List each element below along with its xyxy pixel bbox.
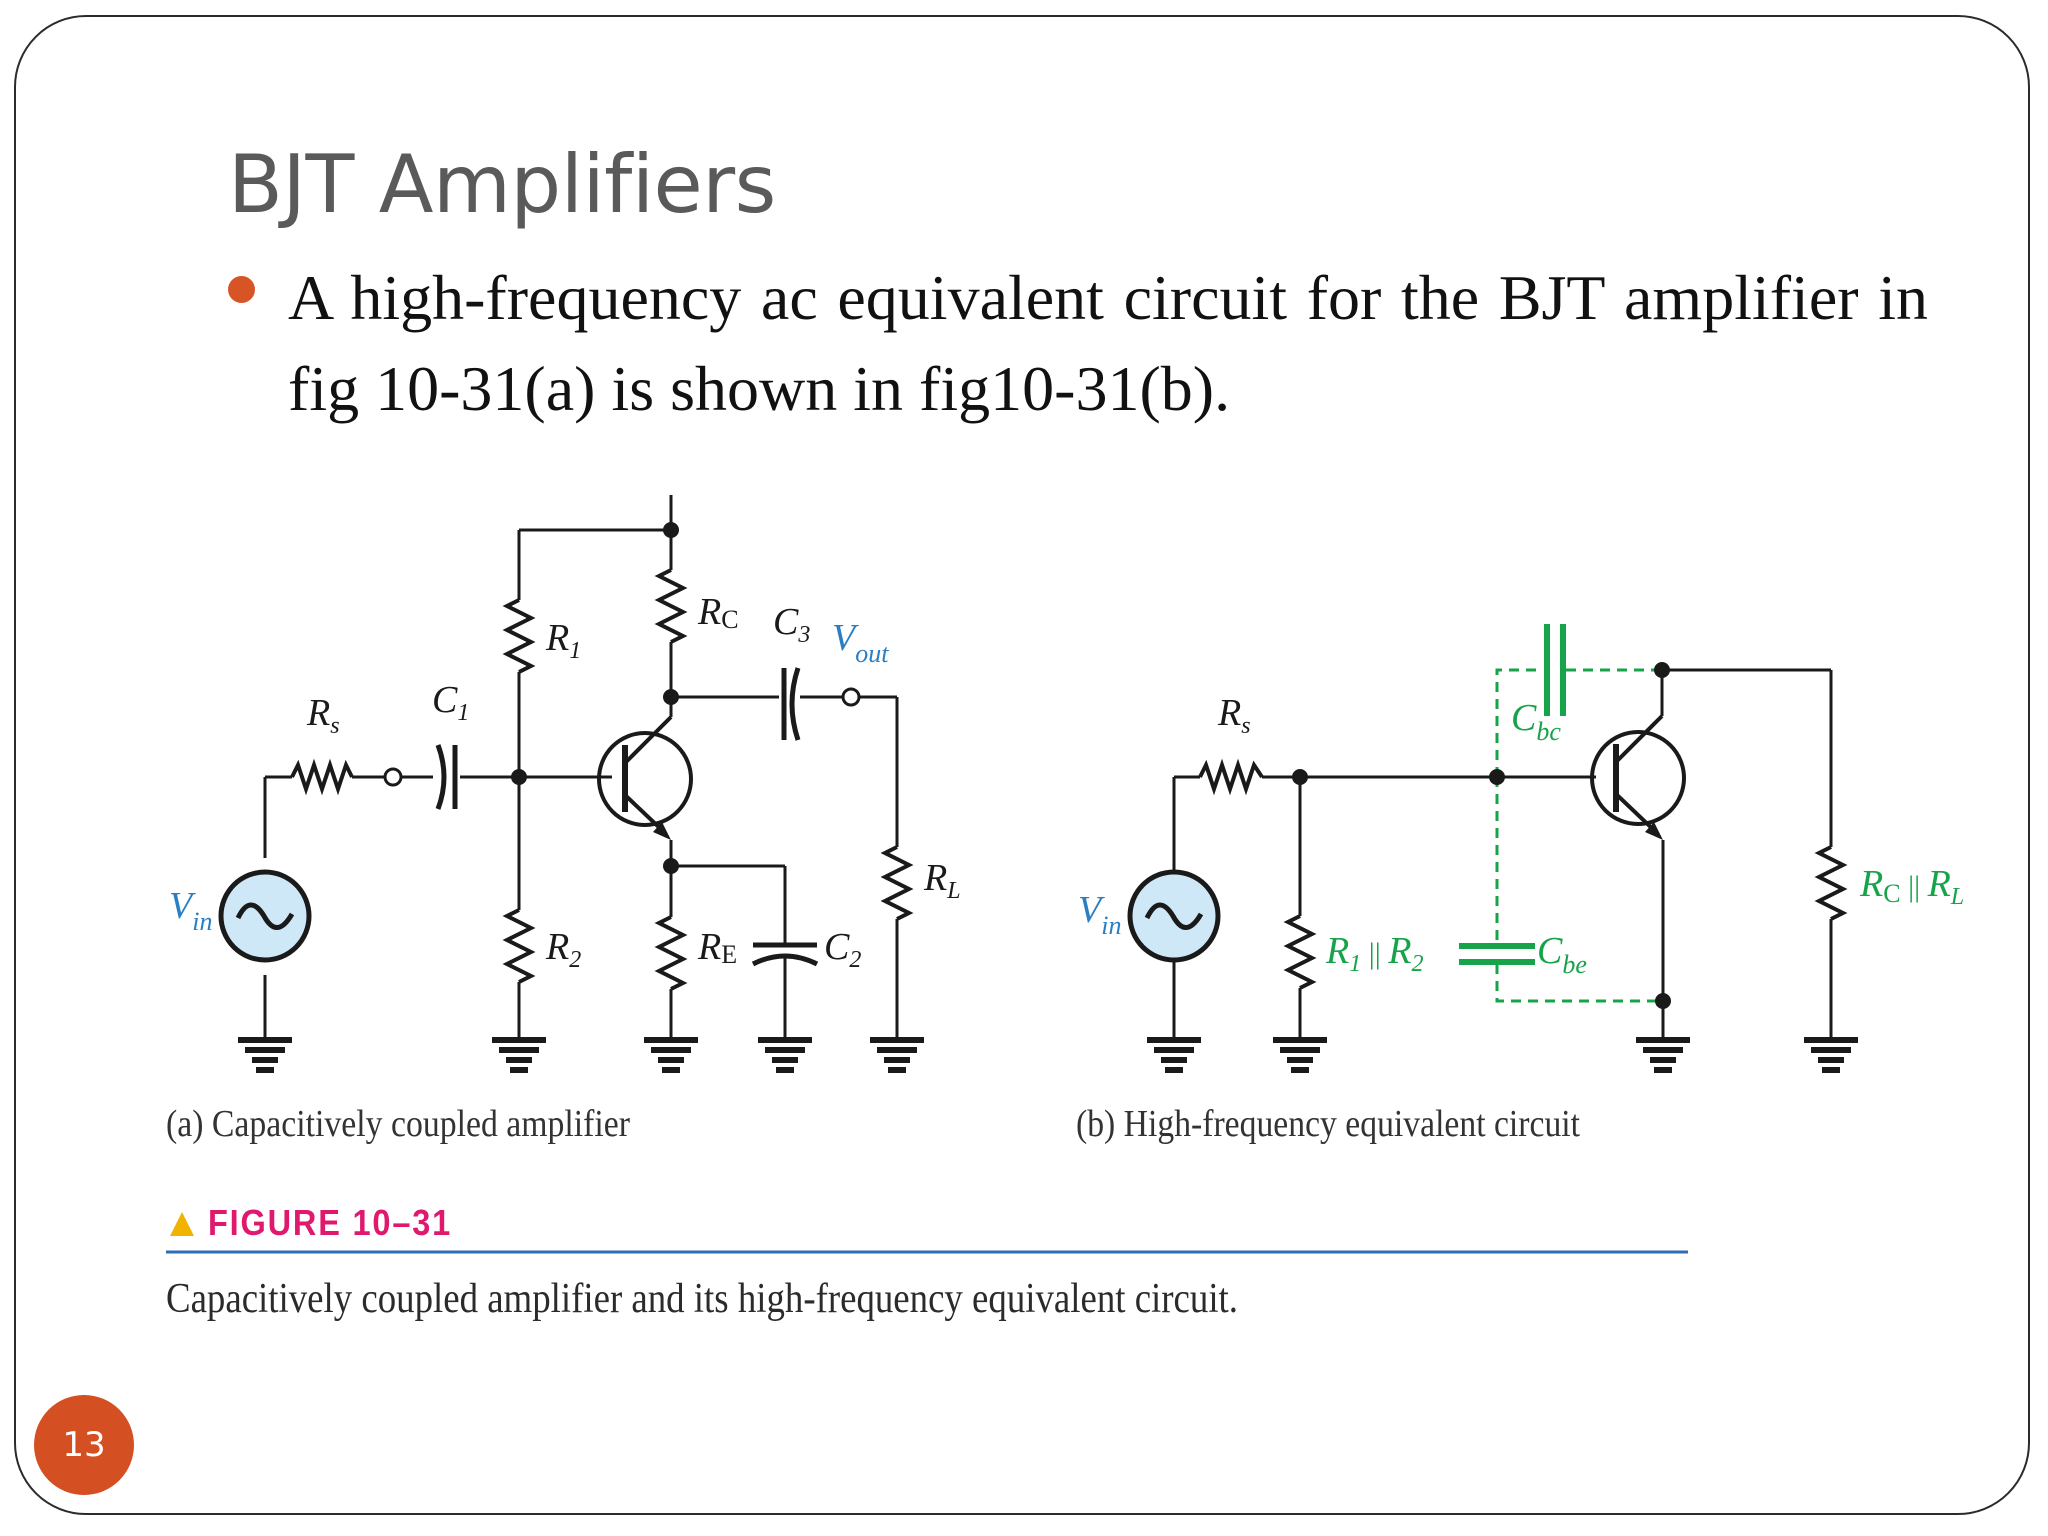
label-r1: R1 [545,617,581,664]
label-rs-b: Rs [1217,692,1251,739]
capacitor-c3-curve [789,667,801,741]
resistor-rcrl [1814,845,1848,921]
panel-a-circuit [263,495,914,1038]
label-rc: RC [697,591,739,634]
internal-capacitances [1459,624,1663,1003]
label-r1-r2: R1 || R2 [1325,930,1423,977]
label-vout: Vout [832,617,889,668]
resistor-rs [290,758,354,796]
page-number-badge: 13 [34,1395,134,1495]
label-r2: R2 [545,926,581,973]
resistor-rs-b [1198,758,1264,796]
resistor-r1r2 [1283,914,1317,990]
panel-b-circuit [1172,668,1848,1038]
panel-a-grounds [238,1040,924,1070]
figure-caption: Capacitively coupled amplifier and its h… [166,1276,1238,1322]
input-terminal [383,767,403,787]
resistor-rc [654,568,688,644]
label-c2: C2 [824,926,861,973]
resistor-r2 [502,908,536,984]
figure-label: FIGURE 10–31 [208,1202,452,1243]
resistor-re [654,915,688,991]
panel-b-caption: (b) High-frequency equivalent circuit [1076,1103,1580,1145]
panel-b-grounds [1147,1040,1858,1070]
label-re: RE [697,926,737,969]
label-c1: C1 [432,679,469,726]
transistor-q1 [597,731,693,827]
emitter-arrow-b [1645,822,1663,840]
vout-terminal [841,687,861,707]
source-vin-a [218,869,312,963]
slide-frame [14,15,2030,1515]
source-vin-b [1127,869,1221,963]
transistor-q1-equiv [1590,730,1686,826]
panel-a-nodes [511,522,679,874]
label-vin-b: Vin [1078,889,1121,940]
label-cbc: Cbc [1511,697,1561,746]
label-vin-a: Vin [169,885,212,936]
label-rl: RL [923,857,961,904]
emitter-arrow [653,822,671,840]
bullet-text: A high-frequency ac equivalent circuit f… [288,262,1928,424]
panel-b-nodes [1292,662,1671,1009]
label-c3: C3 [773,601,810,648]
figure-triangle-icon [170,1212,194,1236]
resistor-rl [880,845,914,921]
label-rc-rl: RC || RL [1859,863,1964,910]
capacitor-c1-curve [435,744,447,810]
bullet-icon [228,276,255,303]
slide-title: BJT Amplifiers [228,138,776,231]
panel-a-caption: (a) Capacitively coupled amplifier [166,1103,630,1145]
label-rs-a: Rs [306,692,340,739]
resistor-r1 [502,598,536,674]
label-cbe: Cbe [1537,930,1587,979]
